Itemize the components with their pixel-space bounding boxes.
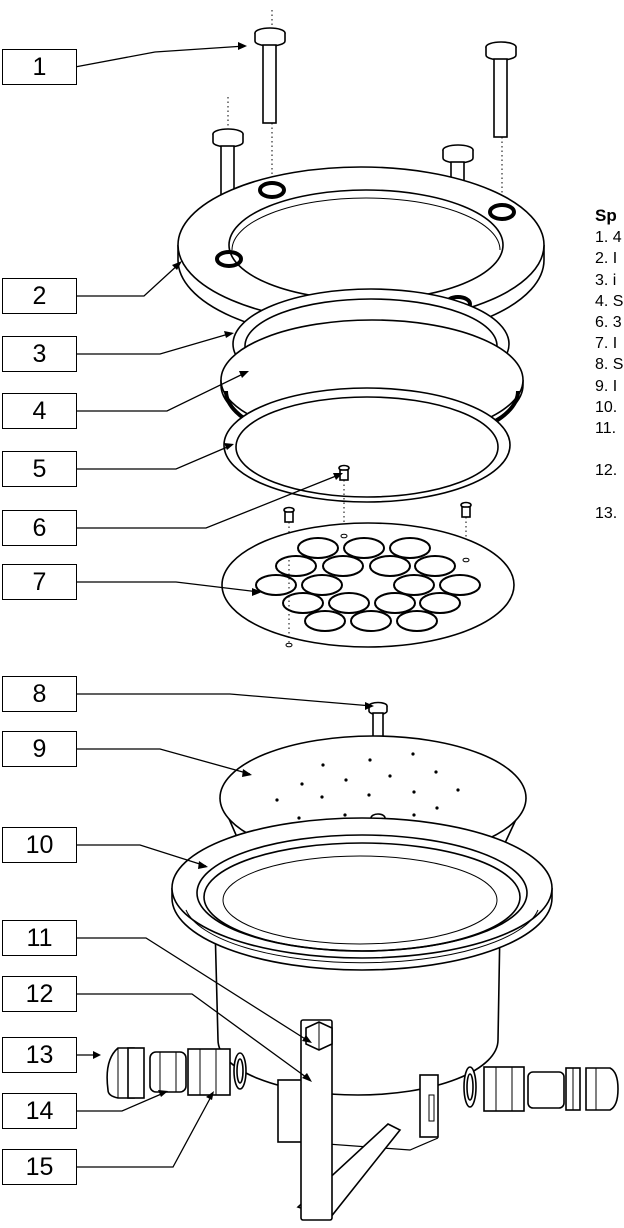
mounting-bracket: [296, 1019, 402, 1221]
spec-line: 13.: [595, 504, 618, 522]
callout-13: 13: [2, 1037, 77, 1073]
callout-12: 12: [2, 976, 77, 1012]
spec-line: 1. 4: [595, 229, 622, 247]
spec-line: 11.: [595, 420, 617, 438]
cable-gland-left: [106, 1047, 247, 1099]
callout-9: 9: [2, 731, 77, 767]
callout-6: 6: [2, 510, 77, 546]
spec-line: 9. I: [595, 377, 618, 395]
callout-5: 5: [2, 451, 77, 487]
leader-arrowheads: [93, 42, 374, 1100]
spec-line: 7. I: [595, 335, 618, 353]
callout-7: 7: [2, 564, 77, 600]
callout-11: 11: [2, 920, 77, 956]
callout-4: 4: [2, 393, 77, 429]
spec-line: 8. S: [595, 356, 624, 374]
lamp-housing: [171, 817, 553, 1151]
spec-list: Sp 1. 4 2. I 3. i 4. S 6. 3 7. I 8. S 9.…: [595, 205, 623, 524]
callout-10: 10: [2, 827, 77, 863]
bolt-top-right: [485, 41, 517, 205]
callout-15: 15: [2, 1149, 77, 1185]
leader-lines: [74, 45, 373, 1168]
spec-line: 3. i: [595, 271, 617, 289]
spec-line: [595, 439, 623, 460]
spec-line: [595, 482, 623, 503]
led-reflector-plate: [221, 522, 515, 648]
cable-gland-right: [463, 1066, 619, 1112]
gasket-ring-5: [223, 387, 511, 503]
spec-line: 12.: [595, 462, 618, 480]
spec-title: Sp: [595, 206, 617, 225]
callout-1: 1: [2, 49, 77, 85]
callout-14: 14: [2, 1093, 77, 1129]
spec-line: 6. 3: [595, 314, 622, 332]
small-screw-right: [460, 501, 472, 560]
spec-line: 4. S: [595, 292, 624, 310]
spec-line: 10.: [595, 398, 618, 416]
callout-2: 2: [2, 278, 77, 314]
spec-line: 2. I: [595, 250, 618, 268]
callout-3: 3: [2, 336, 77, 372]
bolt-top-left: [254, 10, 286, 190]
callout-8: 8: [2, 676, 77, 712]
